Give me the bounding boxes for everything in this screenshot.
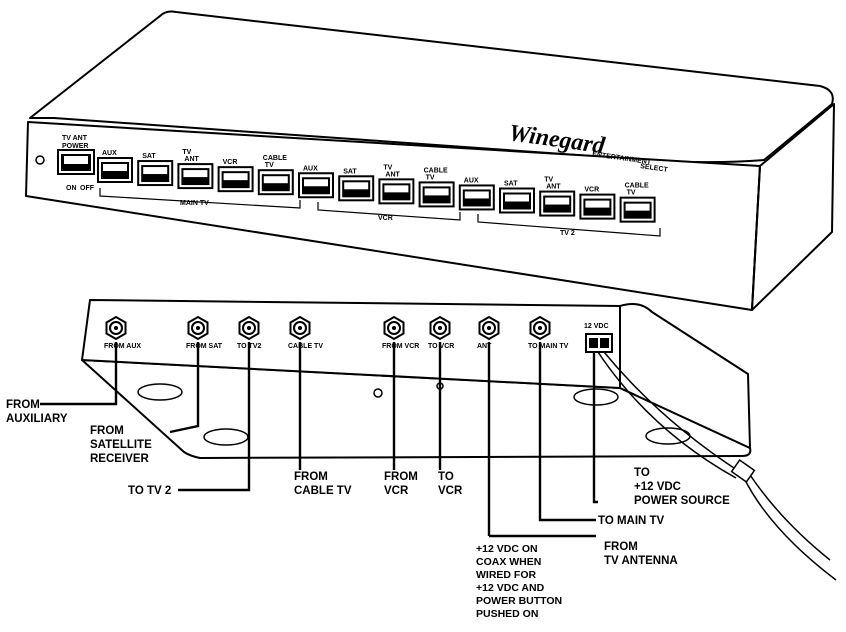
selector-button-6[interactable] xyxy=(338,175,375,202)
selector-button-label-bottom: TV xyxy=(265,162,274,169)
rear-unit-side-face xyxy=(619,303,751,449)
label-from-satellite-3: RECEIVER xyxy=(90,453,149,465)
selector-button-label-top: VCR xyxy=(223,159,238,166)
selector-button-12[interactable] xyxy=(579,193,616,220)
selector-button-11[interactable] xyxy=(539,190,576,217)
selector-button-2[interactable] xyxy=(177,163,214,190)
callout-leaders xyxy=(40,342,598,538)
label-from-auxiliary-2: AUXILIARY xyxy=(6,413,68,425)
label-coax-note-3: WIRED FOR xyxy=(476,569,536,581)
selector-button-label-top: SAT xyxy=(142,153,156,160)
coax-jack-label: ANT xyxy=(477,343,492,350)
label-from-cable-2: CABLE TV xyxy=(294,485,352,497)
selector-button-3[interactable] xyxy=(217,166,254,193)
power-button[interactable] xyxy=(35,149,95,175)
front-unit xyxy=(25,10,835,311)
label-from-antenna-1: FROM xyxy=(604,541,638,553)
selector-button-label-top: TV xyxy=(383,164,392,171)
brand-subtitle-2: SELECT xyxy=(640,163,669,174)
selector-button-label-top: AUX xyxy=(102,150,117,157)
selector-button-13[interactable] xyxy=(619,196,656,223)
label-to-vcr-2: VCR xyxy=(438,485,463,497)
label-from-cable-1: FROM xyxy=(294,471,328,483)
selector-button-label-bottom: TV xyxy=(627,190,636,197)
label-coax-note-2: COAX WHEN xyxy=(476,556,541,568)
selector-button-0[interactable] xyxy=(97,157,133,183)
coax-jack-label: TO MAIN TV xyxy=(528,343,569,350)
label-from-auxiliary-1: FROM xyxy=(6,399,40,411)
selector-button-5[interactable] xyxy=(298,172,334,199)
label-coax-note-6: PUSHED ON xyxy=(476,608,538,620)
selector-button-label-bottom: ANT xyxy=(546,184,561,191)
power-cord xyxy=(597,351,837,581)
label-from-vcr-1: FROM xyxy=(384,471,418,483)
power-label-2: POWER xyxy=(62,143,88,150)
callout-labels: FROM AUXILIARY FROM SATELLITE RECEIVER T… xyxy=(6,399,730,620)
selector-button-label-top: CABLE xyxy=(424,167,448,174)
label-from-antenna-2: TV ANTENNA xyxy=(604,555,678,567)
selector-button-label-top: CABLE xyxy=(263,155,287,162)
coax-jack-label: FROM VCR xyxy=(382,343,419,350)
coax-jack-5[interactable] xyxy=(429,315,451,341)
selector-button-1[interactable] xyxy=(137,160,174,187)
selector-button-label-top: AUX xyxy=(464,177,479,184)
coax-jack-label: CABLE TV xyxy=(288,343,323,350)
selector-button-label-bottom: TV xyxy=(426,174,435,181)
coax-jack-4[interactable] xyxy=(383,315,405,341)
coax-jack-label: FROM SAT xyxy=(186,343,223,350)
label-power-source-1: TO xyxy=(634,467,650,479)
label-to-main-tv: TO MAIN TV xyxy=(598,515,665,527)
power-on-label: ON xyxy=(66,185,77,192)
cord-connector xyxy=(730,459,756,483)
selector-button-8[interactable] xyxy=(418,181,455,208)
selector-button-label-top: TV xyxy=(182,149,191,156)
label-to-vcr-1: TO xyxy=(438,471,454,483)
coax-jack-2[interactable] xyxy=(238,315,260,341)
group-brackets xyxy=(99,188,661,237)
dc-input-label: 12 VDC xyxy=(584,323,609,330)
label-power-source-2: +12 VDC xyxy=(634,481,681,493)
coax-jack-0[interactable] xyxy=(105,315,127,341)
selector-button-4[interactable] xyxy=(257,169,294,196)
selector-button-label-top: VCR xyxy=(584,187,599,194)
group-label-vcr: VCR xyxy=(378,215,393,222)
selector-button-9[interactable] xyxy=(458,184,495,211)
group-label-tv2: TV 2 xyxy=(560,230,575,237)
selector-button-label-bottom: ANT xyxy=(385,171,400,178)
group-label-main-tv: MAIN TV xyxy=(180,200,209,207)
coax-jack-6[interactable] xyxy=(478,315,500,341)
coax-jack-label: FROM AUX xyxy=(104,343,141,350)
label-from-satellite-2: SATELLITE xyxy=(90,439,152,451)
coax-jack-1[interactable] xyxy=(187,315,209,341)
selector-button-label-top: TV xyxy=(544,177,553,184)
selector-button-label-top: CABLE xyxy=(625,183,649,190)
selector-button-label-bottom: ANT xyxy=(184,156,199,163)
selector-button-10[interactable] xyxy=(499,187,535,214)
label-to-tv2: TO TV 2 xyxy=(128,485,171,497)
selector-button-7[interactable] xyxy=(378,178,415,205)
power-off-label: OFF xyxy=(80,185,95,192)
label-coax-note-5: POWER BUTTON xyxy=(476,595,562,607)
coax-jack-7[interactable] xyxy=(529,315,551,341)
label-from-vcr-2: VCR xyxy=(384,485,409,497)
power-label-1: TV ANT xyxy=(62,135,88,142)
selector-button-label-top: SAT xyxy=(504,181,518,188)
selector-button-label-top: SAT xyxy=(343,168,357,175)
label-power-source-3: POWER SOURCE xyxy=(634,495,730,507)
coax-jack-3[interactable] xyxy=(289,315,311,341)
dc-power-jack[interactable] xyxy=(585,333,613,353)
selector-button-label-top: AUX xyxy=(303,165,318,172)
label-from-satellite-1: FROM xyxy=(90,425,124,437)
label-coax-note-1: +12 VDC ON xyxy=(476,543,538,555)
label-coax-note-4: +12 VDC AND xyxy=(476,582,545,594)
